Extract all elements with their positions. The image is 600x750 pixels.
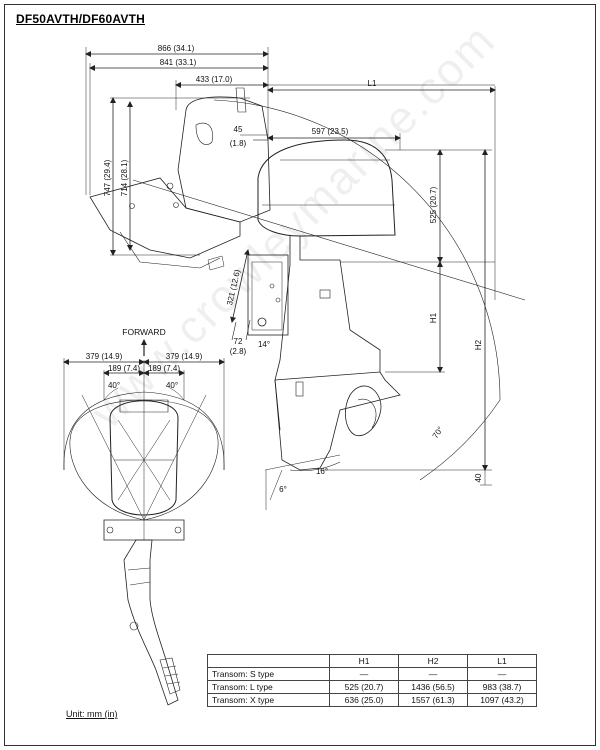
- cell-h1: 525 (20.7): [329, 680, 399, 694]
- forward-label: FORWARD: [122, 327, 165, 337]
- dim-length-3: 433 (17.0): [196, 75, 233, 84]
- side-view: [85, 47, 526, 510]
- table-row: Transom: X type 636 (25.0) 1557 (61.3) 1…: [207, 693, 537, 707]
- cell-h2: 1436 (56.5): [398, 680, 468, 694]
- table-header-h2: H2: [398, 654, 468, 668]
- cell-l1: 1097 (43.2): [467, 693, 537, 707]
- dim-inner-left: 189 (7.4): [108, 364, 140, 373]
- spec-sheet-frame: [4, 4, 596, 746]
- top-view-labels: FORWARD 379 (14.9) 379 (14.9) 189 (7.4) …: [86, 327, 203, 390]
- angle-6: 6°: [279, 485, 287, 494]
- dim-h2: H2: [474, 339, 483, 350]
- dim-bracket-small: 72: [234, 337, 243, 346]
- table-header-row: H1 H2 L1: [207, 654, 537, 668]
- row-label: Transom: L type: [207, 680, 330, 694]
- cell-h2: —: [398, 667, 468, 681]
- unit-note: Unit: mm (in): [66, 709, 118, 719]
- dim-half-width-left: 379 (14.9): [86, 352, 123, 361]
- angle-right: 40°: [166, 381, 178, 390]
- side-view-labels: 866 (34.1) 841 (33.1) 433 (17.0) L1 45 (…: [103, 44, 483, 494]
- cell-h1: —: [329, 667, 399, 681]
- dim-cowl-length: 597 (23.5): [312, 127, 349, 136]
- table-header-h1: H1: [329, 654, 399, 668]
- dim-inner-right: 189 (7.4): [148, 364, 180, 373]
- row-label: Transom: S type: [207, 667, 330, 681]
- dim-l1: L1: [368, 79, 377, 88]
- cell-h1: 636 (25.0): [329, 693, 399, 707]
- top-view: [63, 339, 225, 706]
- dim-bracket-small-in: (2.8): [230, 347, 247, 356]
- dim-tilt-offset: 45: [234, 125, 243, 134]
- cell-h2: 1557 (61.3): [398, 693, 468, 707]
- angle-left: 40°: [108, 381, 120, 390]
- dim-cowl-height: 525 (20.7): [429, 186, 438, 223]
- transom-spec-table: H1 H2 L1 Transom: S type — — — Transom: …: [207, 654, 537, 707]
- dim-height-2: 714 (28.1): [120, 159, 129, 196]
- dim-value-40: 40: [474, 473, 483, 482]
- angle-14: 14°: [258, 340, 270, 349]
- model-title: DF50AVTH/DF60AVTH: [16, 12, 145, 26]
- cell-l1: —: [467, 667, 537, 681]
- dim-h1: H1: [429, 312, 438, 323]
- dim-tilt-offset-in: (1.8): [230, 139, 247, 148]
- table-row: Transom: S type — — —: [207, 667, 537, 681]
- table-row: Transom: L type 525 (20.7) 1436 (56.5) 9…: [207, 680, 537, 694]
- table-header-blank: [207, 654, 330, 668]
- row-label: Transom: X type: [207, 693, 330, 707]
- table-header-l1: L1: [467, 654, 537, 668]
- angle-16: 16°: [316, 467, 328, 476]
- cell-l1: 983 (38.7): [467, 680, 537, 694]
- dim-length-2: 841 (33.1): [160, 58, 197, 67]
- dim-overall-length: 866 (34.1): [158, 44, 195, 53]
- dim-half-width-right: 379 (14.9): [166, 352, 203, 361]
- dim-height-1: 747 (29.4): [103, 159, 112, 196]
- angle-70: 70°: [431, 425, 445, 440]
